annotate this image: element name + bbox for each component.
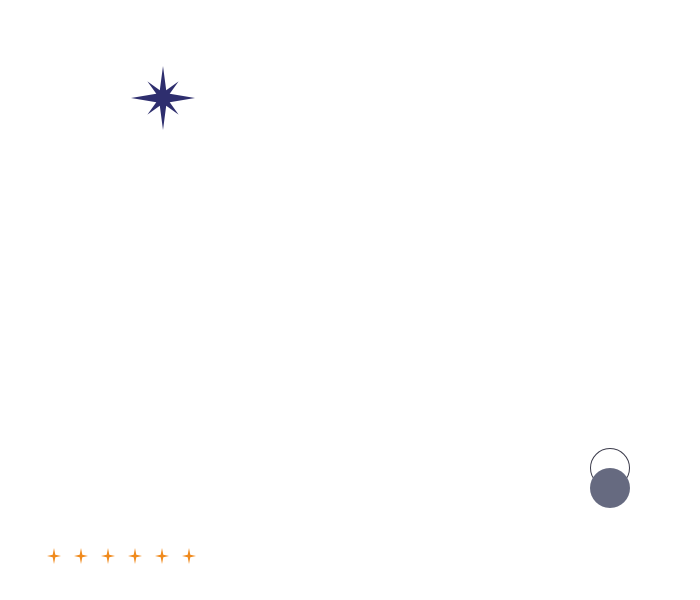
life-sparkle-icon	[155, 548, 169, 564]
life-sparkle-icon	[182, 548, 196, 564]
life-sparkle-icon	[74, 548, 88, 564]
life-sparkle-icon	[47, 548, 61, 564]
eight-point-star-icon[interactable]	[129, 64, 197, 132]
life-sparkle-icon	[128, 548, 142, 564]
lives-row	[46, 546, 197, 566]
life-sparkle-icon	[101, 548, 115, 564]
player-token[interactable]	[588, 448, 632, 510]
player-body	[590, 468, 630, 508]
